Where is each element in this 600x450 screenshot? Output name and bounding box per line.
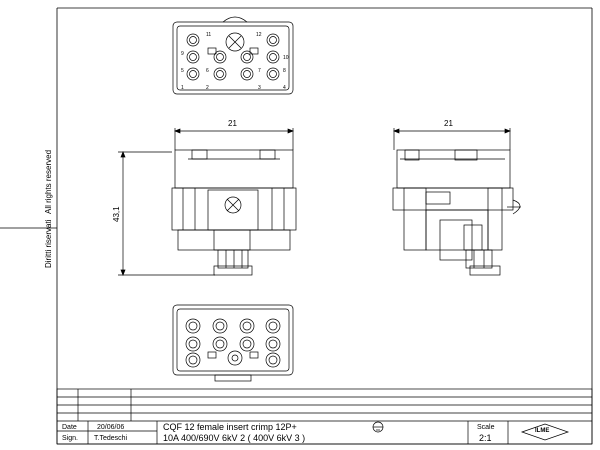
diritti-riservati-note: Diritti riservati <box>44 219 53 268</box>
top-face-view: 11 12 9 5 1 10 8 4 6 7 2 3 <box>172 16 294 95</box>
top-contacts <box>186 33 280 81</box>
height-dimension: 43,1 <box>112 206 121 222</box>
date-label: Date <box>62 424 77 431</box>
date-value: 20/06/06 <box>97 424 125 431</box>
front-view: 21 43,1 <box>112 119 297 276</box>
ilme-logo <box>520 423 570 441</box>
scale-label: Scale <box>477 424 495 431</box>
contact-number-4: 4 <box>283 85 286 91</box>
scale-value: 2:1 <box>479 433 492 443</box>
contact-number-1: 1 <box>181 85 184 91</box>
contact-number-10: 10 <box>283 55 289 61</box>
all-rights-reserved-note: All rights reserved <box>44 149 53 214</box>
contact-number-11: 11 <box>206 32 211 38</box>
contact-number-6: 6 <box>206 68 209 74</box>
sign-value: T.Tedeschi <box>94 435 128 442</box>
contact-number-2: 2 <box>206 85 209 91</box>
description-line-1: CQF 12 female insert crimp 12P+ <box>163 422 297 432</box>
contact-number-8: 8 <box>283 68 286 74</box>
contact-number-7: 7 <box>258 68 261 74</box>
sign-label: Sign. <box>62 435 78 442</box>
contact-number-12: 12 <box>256 32 262 38</box>
title-block <box>56 388 593 445</box>
contact-number-3: 3 <box>258 85 261 91</box>
contact-number-9: 9 <box>181 51 184 57</box>
contact-number-5: 5 <box>181 68 184 74</box>
side-view: 21 <box>392 119 521 276</box>
logo-text: ILME <box>535 428 550 434</box>
bottom-contacts <box>185 318 281 368</box>
front-width-dimension: 21 <box>228 119 237 128</box>
side-width-dimension: 21 <box>444 119 453 128</box>
description-line-2: 10A 400/690V 6kV 2 ( 400V 6kV 3 ) <box>163 433 306 443</box>
bottom-face-view <box>172 304 294 382</box>
